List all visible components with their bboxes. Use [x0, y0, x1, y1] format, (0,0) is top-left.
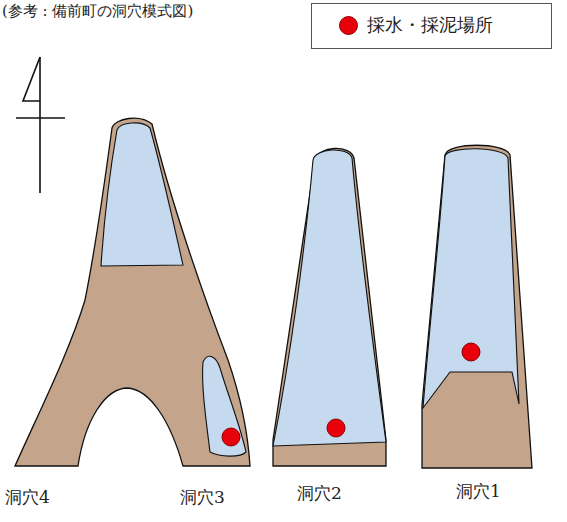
sampling-point [222, 343, 480, 446]
cave-rock [422, 145, 532, 468]
cave-rock [15, 118, 250, 466]
cave-water [203, 356, 246, 456]
cave-label: 洞穴4 [5, 488, 50, 507]
cave-label: 洞穴3 [180, 488, 225, 507]
legend-text: 採水・採泥場所 [367, 15, 493, 35]
legend-swatch [339, 16, 358, 35]
cave-water [273, 150, 386, 446]
north-arrow [16, 57, 65, 193]
cave-water [101, 123, 183, 266]
cave-label: 洞穴2 [297, 484, 342, 503]
cave-rock [273, 148, 386, 466]
legend-box: 採水・採泥場所 [311, 3, 552, 49]
cave-label: 洞穴1 [456, 482, 501, 501]
cave-water [423, 149, 519, 408]
diagram-title: (参考 : 備前町の洞穴模式図) [2, 3, 193, 20]
